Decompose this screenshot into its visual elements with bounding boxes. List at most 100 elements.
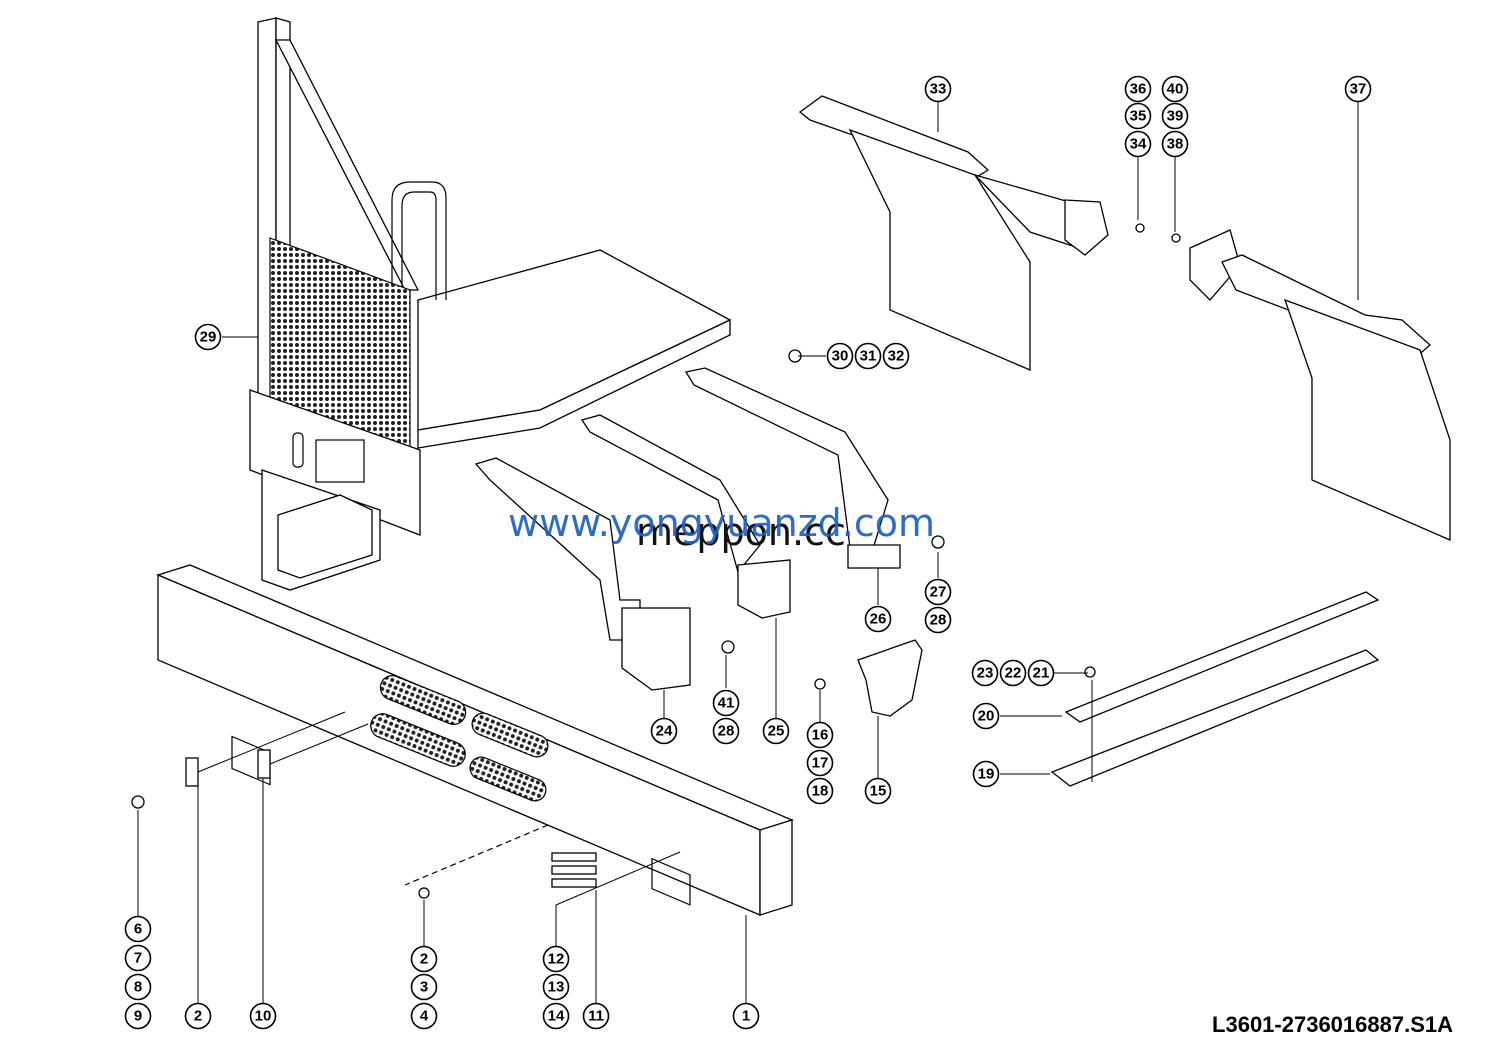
callout-12: 12	[542, 945, 570, 973]
svg-text:27: 27	[930, 584, 947, 601]
callout-31: 31	[854, 342, 882, 370]
callout-27: 27	[924, 578, 952, 606]
callout-11: 11	[582, 1002, 610, 1030]
callout-39: 39	[1161, 102, 1189, 130]
callout-36: 36	[1124, 75, 1152, 103]
svg-text:8: 8	[134, 979, 142, 996]
callout-3: 3	[410, 973, 438, 1001]
svg-text:23: 23	[977, 665, 994, 682]
plates-19-20	[1050, 591, 1380, 787]
callout-14: 14	[542, 1002, 570, 1030]
svg-text:19: 19	[978, 766, 995, 783]
svg-text:7: 7	[134, 950, 142, 967]
support-arm-24	[474, 457, 691, 691]
callout-4: 4	[410, 1002, 438, 1030]
svg-text:12: 12	[548, 951, 565, 968]
mudguard-right	[1189, 229, 1451, 541]
svg-text:3: 3	[420, 979, 428, 996]
callout-23: 23	[971, 659, 999, 687]
callout-2: 2	[184, 1002, 212, 1030]
svg-text:24: 24	[656, 723, 673, 740]
callout-15: 15	[864, 777, 892, 805]
callout-28: 28	[924, 606, 952, 634]
svg-text:37: 37	[1350, 81, 1367, 98]
washers-2-10	[185, 749, 271, 787]
svg-text:18: 18	[812, 783, 829, 800]
callout-24: 24	[650, 717, 678, 745]
svg-text:40: 40	[1167, 81, 1184, 98]
svg-text:14: 14	[548, 1008, 565, 1025]
svg-text:10: 10	[255, 1008, 272, 1025]
callout-37: 37	[1344, 75, 1372, 103]
callout-21: 21	[1027, 659, 1055, 687]
callout-19: 19	[972, 760, 1000, 788]
step-11	[551, 852, 597, 888]
document-id: L3601-2736016887.S1A	[1212, 1012, 1453, 1037]
svg-text:31: 31	[860, 348, 877, 365]
callout-10: 10	[249, 1002, 277, 1030]
svg-text:29: 29	[200, 329, 217, 346]
callout-32: 32	[882, 342, 910, 370]
watermark-secondary: meppon.cc	[636, 510, 846, 554]
svg-text:6: 6	[134, 921, 142, 938]
svg-text:2: 2	[194, 1008, 202, 1025]
leader-lines	[137, 102, 1359, 1003]
svg-text:2: 2	[420, 951, 428, 968]
svg-text:30: 30	[832, 348, 849, 365]
svg-text:21: 21	[1033, 665, 1050, 682]
callout-35: 35	[1124, 102, 1152, 130]
svg-text:20: 20	[978, 708, 995, 725]
mudguard-left	[798, 95, 1109, 371]
svg-text:25: 25	[768, 723, 785, 740]
svg-text:35: 35	[1130, 108, 1147, 125]
support-arm-25	[580, 414, 791, 619]
callout-25: 25	[762, 717, 790, 745]
svg-text:26: 26	[870, 611, 887, 628]
svg-text:36: 36	[1130, 81, 1147, 98]
front-bumper	[156, 564, 794, 916]
svg-text:28: 28	[930, 612, 947, 629]
svg-text:11: 11	[588, 1008, 604, 1025]
callout-9: 9	[124, 1002, 152, 1030]
callout-26: 26	[864, 605, 892, 633]
callout-41: 41	[712, 689, 740, 717]
svg-text:1: 1	[742, 1008, 750, 1025]
svg-text:34: 34	[1130, 136, 1147, 153]
callout-38: 38	[1161, 130, 1189, 158]
platform-frame-assembly	[249, 17, 732, 591]
callout-8: 8	[124, 973, 152, 1001]
callout-18: 18	[806, 777, 834, 805]
callout-16: 16	[806, 721, 834, 749]
svg-text:16: 16	[812, 727, 829, 744]
callout-20: 20	[972, 702, 1000, 730]
svg-text:39: 39	[1167, 108, 1184, 125]
callout-28: 28	[712, 717, 740, 745]
callout-40: 40	[1161, 75, 1189, 103]
callout-29: 29	[194, 323, 222, 351]
svg-text:33: 33	[930, 81, 947, 98]
fasteners	[131, 223, 1181, 899]
hidden-bolt-path	[404, 824, 549, 886]
callout-6: 6	[124, 915, 152, 943]
svg-text:41: 41	[718, 695, 735, 712]
watermark-primary: www.yongyuanzd.com	[508, 501, 935, 545]
svg-text:22: 22	[1005, 665, 1022, 682]
svg-text:15: 15	[870, 783, 887, 800]
svg-text:13: 13	[548, 979, 565, 996]
support-arm-26	[684, 367, 901, 569]
svg-text:38: 38	[1167, 136, 1184, 153]
callout-30: 30	[826, 342, 854, 370]
bracket-15	[857, 639, 923, 717]
callout-33: 33	[924, 75, 952, 103]
svg-text:17: 17	[812, 755, 829, 772]
callout-1: 1	[732, 1002, 760, 1030]
svg-text:28: 28	[718, 723, 735, 740]
callout-17: 17	[806, 749, 834, 777]
callout-2: 2	[410, 945, 438, 973]
svg-text:9: 9	[134, 1008, 142, 1025]
svg-text:4: 4	[420, 1008, 429, 1025]
callout-7: 7	[124, 944, 152, 972]
callout-34: 34	[1124, 130, 1152, 158]
callout-13: 13	[542, 973, 570, 1001]
